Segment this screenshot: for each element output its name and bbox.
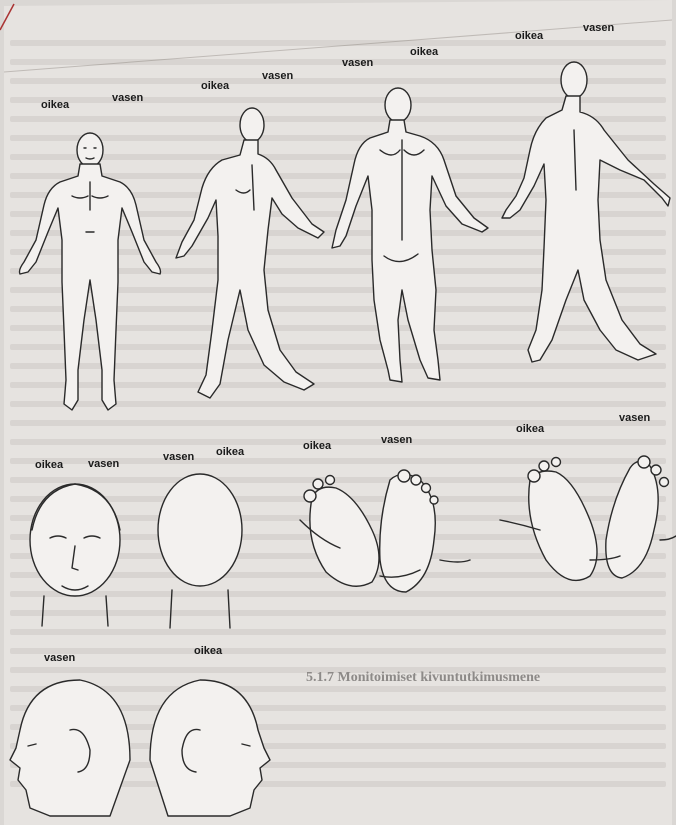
head-profile-right-figure — [150, 680, 270, 816]
label-left-front: vasen — [112, 92, 143, 104]
label-right-threequarter: oikea — [201, 80, 229, 92]
label-left-head-front: vasen — [88, 458, 119, 470]
label-right-front: oikea — [41, 99, 69, 111]
head-front-figure — [30, 484, 120, 626]
label-left-profile: vasen — [44, 652, 75, 664]
label-left-soles-1: vasen — [381, 434, 412, 446]
label-right-profile: oikea — [194, 645, 222, 657]
body-threequarter-side-figure — [502, 62, 670, 362]
label-left-threequarter: vasen — [262, 70, 293, 82]
body-back-figure — [332, 88, 488, 382]
soles-figure-right — [500, 456, 676, 580]
soles-figure-left — [300, 470, 470, 592]
label-left-side: vasen — [583, 22, 614, 34]
label-right-soles-2: oikea — [516, 423, 544, 435]
label-left-back: vasen — [342, 57, 373, 69]
label-right-head-back: oikea — [216, 446, 244, 458]
head-profile-left-figure — [10, 680, 130, 816]
section-heading: 5.1.7 Monitoimiset kivuntutkimusmene — [306, 670, 540, 686]
label-right-side: oikea — [515, 30, 543, 42]
label-right-back: oikea — [410, 46, 438, 58]
body-front-figure — [20, 133, 161, 410]
label-right-soles-1: oikea — [303, 440, 331, 452]
label-right-head-front: oikea — [35, 459, 63, 471]
label-left-head-back: vasen — [163, 451, 194, 463]
label-left-soles-2: vasen — [619, 412, 650, 424]
body-threequarter-front-figure — [176, 108, 324, 398]
head-back-figure — [158, 474, 242, 628]
